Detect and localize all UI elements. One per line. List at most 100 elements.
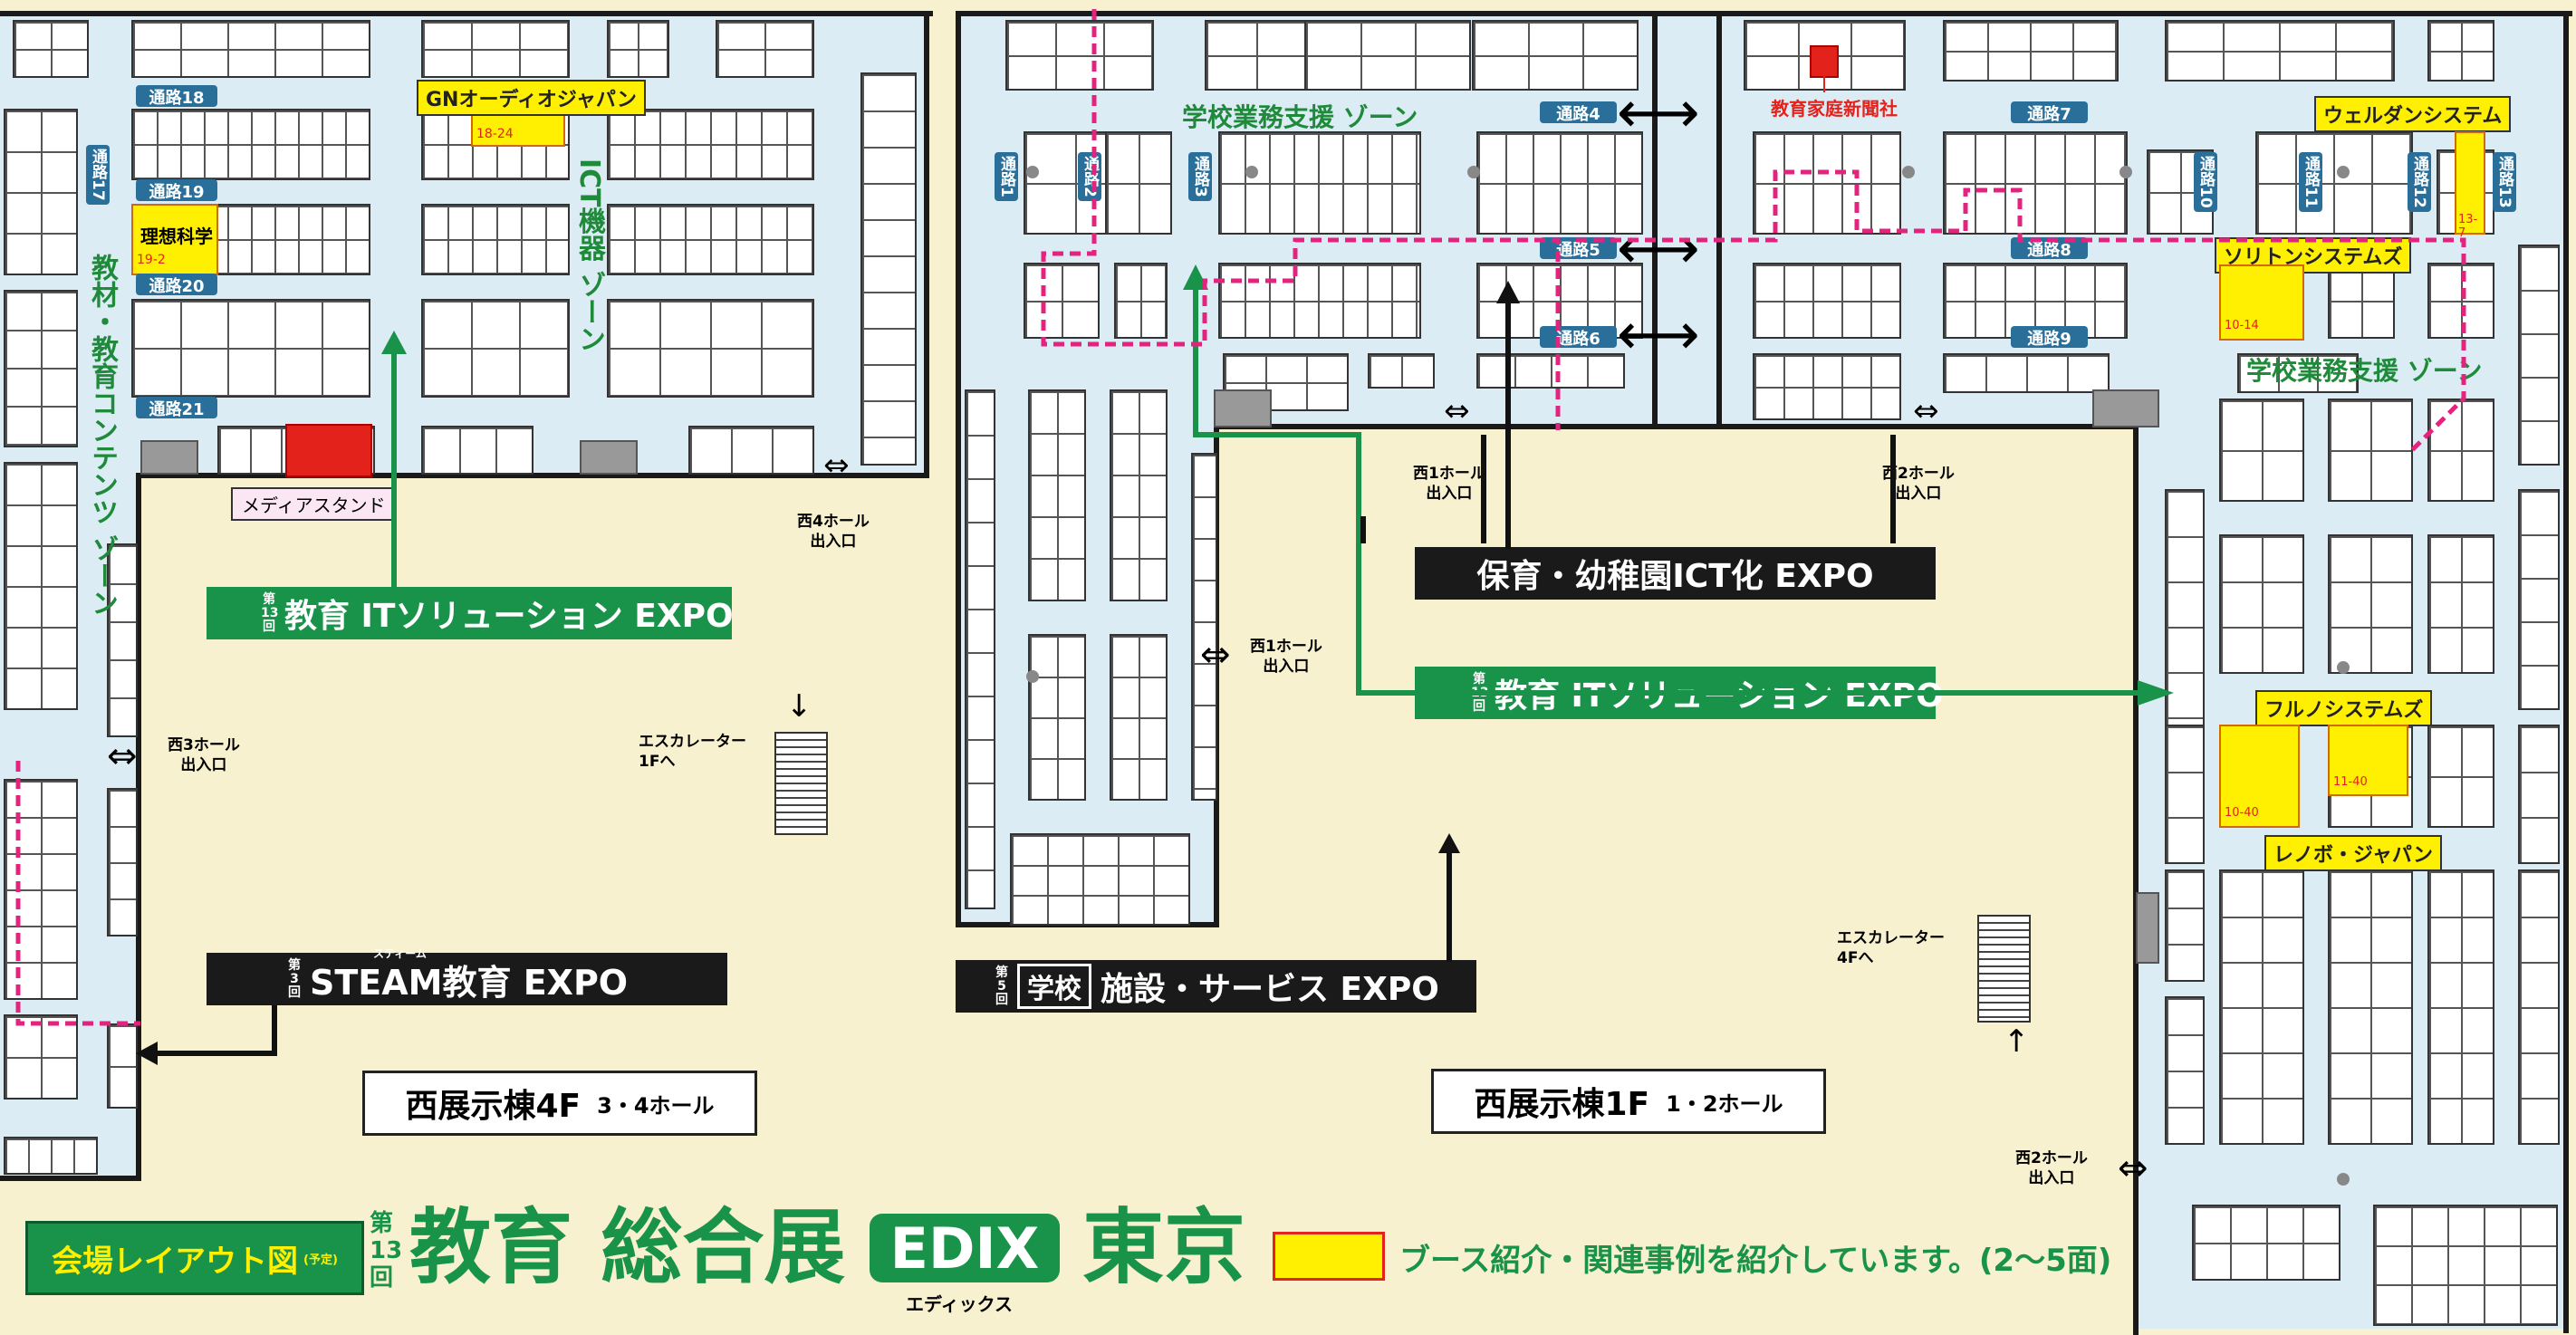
routes-right <box>1041 9 2466 962</box>
booth-block <box>2165 725 2205 864</box>
entrance-arrow-icon[interactable]: ⇔ <box>1200 634 1231 676</box>
booth-block <box>1110 634 1168 801</box>
edix-logo: EDIX <box>870 1214 1060 1282</box>
pillar <box>2337 661 2350 674</box>
booth-block <box>607 204 814 275</box>
passage-20: 通路20 <box>136 274 217 296</box>
entrance-arrow-icon[interactable]: ⇕ <box>1437 399 1474 425</box>
booth-block <box>2518 245 2560 466</box>
hall-name: 西展示棟1F <box>1474 1086 1650 1123</box>
pillar <box>1026 166 1039 178</box>
escalator-label: エスカレーター <box>1837 929 1945 947</box>
zone-school-support-2: 学校業務支援 ゾーン <box>2246 356 2483 386</box>
booth-media-stand[interactable] <box>285 424 372 477</box>
wall <box>0 1176 141 1181</box>
booth-block <box>1943 131 2128 235</box>
booth-block <box>4 290 78 447</box>
booth-block <box>2165 20 2395 82</box>
entrance-sub: 出入口 <box>810 533 857 551</box>
booth-block <box>1472 20 1639 91</box>
booth-block <box>131 20 370 78</box>
passage-3: 通路3 <box>1188 152 1212 201</box>
expo-banner-hoiku[interactable]: 保育・幼稚園ICT化 EXPO <box>1415 547 1936 600</box>
booth-number: 10-40 <box>2225 806 2259 820</box>
booth-block <box>107 543 138 737</box>
booth-block <box>2427 263 2494 339</box>
service-area <box>1214 389 1272 427</box>
entrance-arrow-icon[interactable]: ⇔ <box>107 735 138 777</box>
passage-19: 通路19 <box>136 179 217 202</box>
booth-soliton[interactable]: 10-14 <box>2219 264 2304 341</box>
passage-arrow-icon: ⟷ <box>1617 302 1700 369</box>
pillar <box>1026 670 1039 683</box>
edition-dai: 第 <box>995 965 1008 980</box>
expo-ruby: スティーム <box>373 946 427 960</box>
booth-block <box>421 204 570 275</box>
wall <box>1716 11 1722 427</box>
escalator-to-1f: エスカレーター 1Fへ <box>639 732 746 772</box>
passage-6: 通路6 <box>1540 326 1617 349</box>
hall-sub: 3・4ホール <box>597 1092 715 1119</box>
entrance-arrow-icon[interactable]: ⇕ <box>1907 399 1943 425</box>
wall <box>924 11 929 476</box>
passage-8: 通路8 <box>2011 237 2088 260</box>
booth-block <box>1218 131 1421 235</box>
passage-12: 通路12 <box>2408 152 2431 212</box>
booth-lenovo[interactable]: 10-40 <box>2219 725 2300 828</box>
route-pink-left <box>15 761 140 1026</box>
booth-block <box>1223 353 1349 411</box>
expo-name-wrap: スティーム STEAM教育 EXPO <box>310 947 628 1004</box>
booth-block <box>2373 1205 2558 1326</box>
layout-label: 会場レイアウト図 <box>52 1243 299 1280</box>
booth-block <box>1753 353 1901 420</box>
layout-note: (予定) <box>303 1253 338 1267</box>
service-area <box>140 440 198 475</box>
arrow-down-icon: ↓ <box>786 688 812 725</box>
exhibitor-label-media-stand: メディアスタンド <box>231 487 397 521</box>
expo-name: 施設・サービス EXPO <box>1101 971 1439 1008</box>
passage-1: 通路1 <box>995 152 1018 201</box>
edition-num: 3 <box>290 971 299 986</box>
booth-block <box>131 299 370 398</box>
wall <box>2133 424 2139 1335</box>
wall <box>956 11 2572 16</box>
entrance-arrow-icon[interactable]: ⇕ <box>817 453 853 479</box>
entrance-label: 西3ホール <box>168 736 240 754</box>
entrance-arrow-icon[interactable]: ⇔ <box>2118 1148 2148 1189</box>
arrow-left-icon <box>136 1042 158 1065</box>
exhibitor-label-kyoiku-katei: 教育家庭新聞社 <box>1771 98 1898 120</box>
booth-block <box>2219 869 2304 1145</box>
exhibitor-label-weldan: ウェルダンシステム <box>2314 96 2512 132</box>
booth-furuno[interactable]: 11-40 <box>2328 725 2408 796</box>
booth-riso[interactable]: 理想科学 19-2 <box>131 204 218 275</box>
arrow-up-icon <box>381 331 407 354</box>
zone-kyozai: 教材・教育コンテンツ ゾーン <box>86 254 118 617</box>
exhibitor-label-furuno: フルノシステムズ <box>2255 690 2433 726</box>
escalator-sub: 4Fへ <box>1837 949 1874 967</box>
edition-num: 13 <box>370 1237 403 1264</box>
passage-7: 通路7 <box>2011 101 2088 124</box>
escalator-icon <box>1977 915 2031 1023</box>
footer-title-tokyo: 東京 <box>1082 1200 1245 1295</box>
booth-block <box>107 788 138 936</box>
booth-kyoiku-katei[interactable] <box>1810 45 1839 78</box>
wall <box>1652 11 1658 427</box>
layout-label-box: 会場レイアウト図 (予定) <box>25 1221 364 1295</box>
route-line <box>391 349 397 589</box>
pointer-line <box>1823 74 1825 92</box>
passage-arrow-icon: ⟷ <box>1617 80 1700 147</box>
edition-dai: 第 <box>263 591 275 607</box>
booth-block <box>1005 20 1154 91</box>
wall <box>956 11 961 927</box>
expo-name: 教育 ITソリューション EXPO <box>284 598 734 635</box>
hall-name-west-1f: 西展示棟1F 1・2ホール <box>1431 1069 1826 1134</box>
pillar <box>2337 166 2350 178</box>
booth-block <box>2165 869 2205 982</box>
booth-weldan[interactable]: 13-7 <box>2455 131 2485 240</box>
booth-block <box>2427 20 2494 82</box>
